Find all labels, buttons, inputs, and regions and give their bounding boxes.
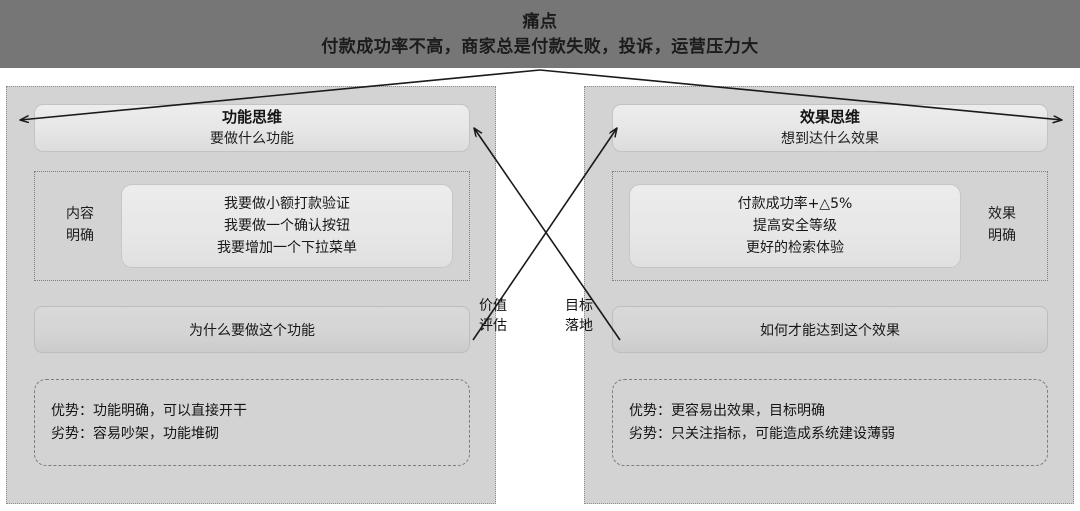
right-cons-row: 劣势：只关注指标，可能造成系统建设薄弱	[629, 425, 895, 442]
left-clarity-card: 我要做小额打款验证 我要做一个确认按钮 我要增加一个下拉菜单	[121, 184, 453, 268]
center-label-value-assessment: 价值 评估	[479, 298, 507, 335]
right-clarity-section: 付款成功率+△5% 提高安全等级 更好的检索体验 效果 明确	[612, 171, 1048, 281]
header-title: 痛点	[522, 12, 558, 33]
left-proscons-box: 优势：功能明确，可以直接开干 劣势：容易吵架，功能堆砌	[34, 379, 470, 466]
right-clarity-item: 提高安全等级	[753, 217, 837, 234]
right-subtitle: 想到达什么效果	[781, 130, 879, 147]
right-pros-row: 优势：更容易出效果，目标明确	[629, 402, 825, 419]
left-clarity-item: 我要做一个确认按钮	[224, 217, 350, 234]
left-clarity-item: 我要做小额打款验证	[224, 195, 350, 212]
left-clarity-item: 我要增加一个下拉菜单	[217, 240, 357, 257]
left-clarity-section: 内容 明确 我要做小额打款验证 我要做一个确认按钮 我要增加一个下拉菜单	[34, 171, 470, 281]
right-question-bar: 如何才能达到这个效果	[612, 306, 1048, 353]
center-label-goal-landing: 目标 落地	[565, 298, 593, 335]
right-title-card: 效果思维 想到达什么效果	[612, 104, 1048, 152]
right-proscons-box: 优势：更容易出效果，目标明确 劣势：只关注指标，可能造成系统建设薄弱	[612, 379, 1048, 466]
left-title-card: 功能思维 要做什么功能	[34, 104, 470, 152]
pain-point-header: 痛点 付款成功率不高，商家总是付款失败，投诉，运营压力大	[0, 0, 1080, 68]
right-clarity-item: 付款成功率+△5%	[737, 195, 853, 212]
left-question-bar: 为什么要做这个功能	[34, 306, 470, 353]
left-subtitle: 要做什么功能	[210, 130, 294, 147]
left-title: 功能思维	[221, 107, 282, 126]
panel-function-thinking: 功能思维 要做什么功能 内容 明确 我要做小额打款验证 我要做一个确认按钮 我要…	[6, 86, 496, 504]
left-pros-row: 优势：功能明确，可以直接开干	[51, 402, 247, 419]
left-cons-row: 劣势：容易吵架，功能堆砌	[51, 425, 219, 442]
right-question-text: 如何才能达到这个效果	[760, 322, 900, 339]
right-clarity-card: 付款成功率+△5% 提高安全等级 更好的检索体验	[629, 184, 961, 268]
panel-effect-thinking: 效果思维 想到达什么效果 付款成功率+△5% 提高安全等级 更好的检索体验 效果…	[584, 86, 1074, 504]
right-clarity-label: 效果 明确	[988, 206, 1016, 244]
right-title: 效果思维	[799, 107, 860, 126]
left-question-text: 为什么要做这个功能	[189, 322, 315, 339]
left-clarity-label: 内容 明确	[66, 206, 94, 244]
right-clarity-item: 更好的检索体验	[746, 240, 844, 257]
header-subtitle: 付款成功率不高，商家总是付款失败，投诉，运营压力大	[321, 37, 759, 57]
